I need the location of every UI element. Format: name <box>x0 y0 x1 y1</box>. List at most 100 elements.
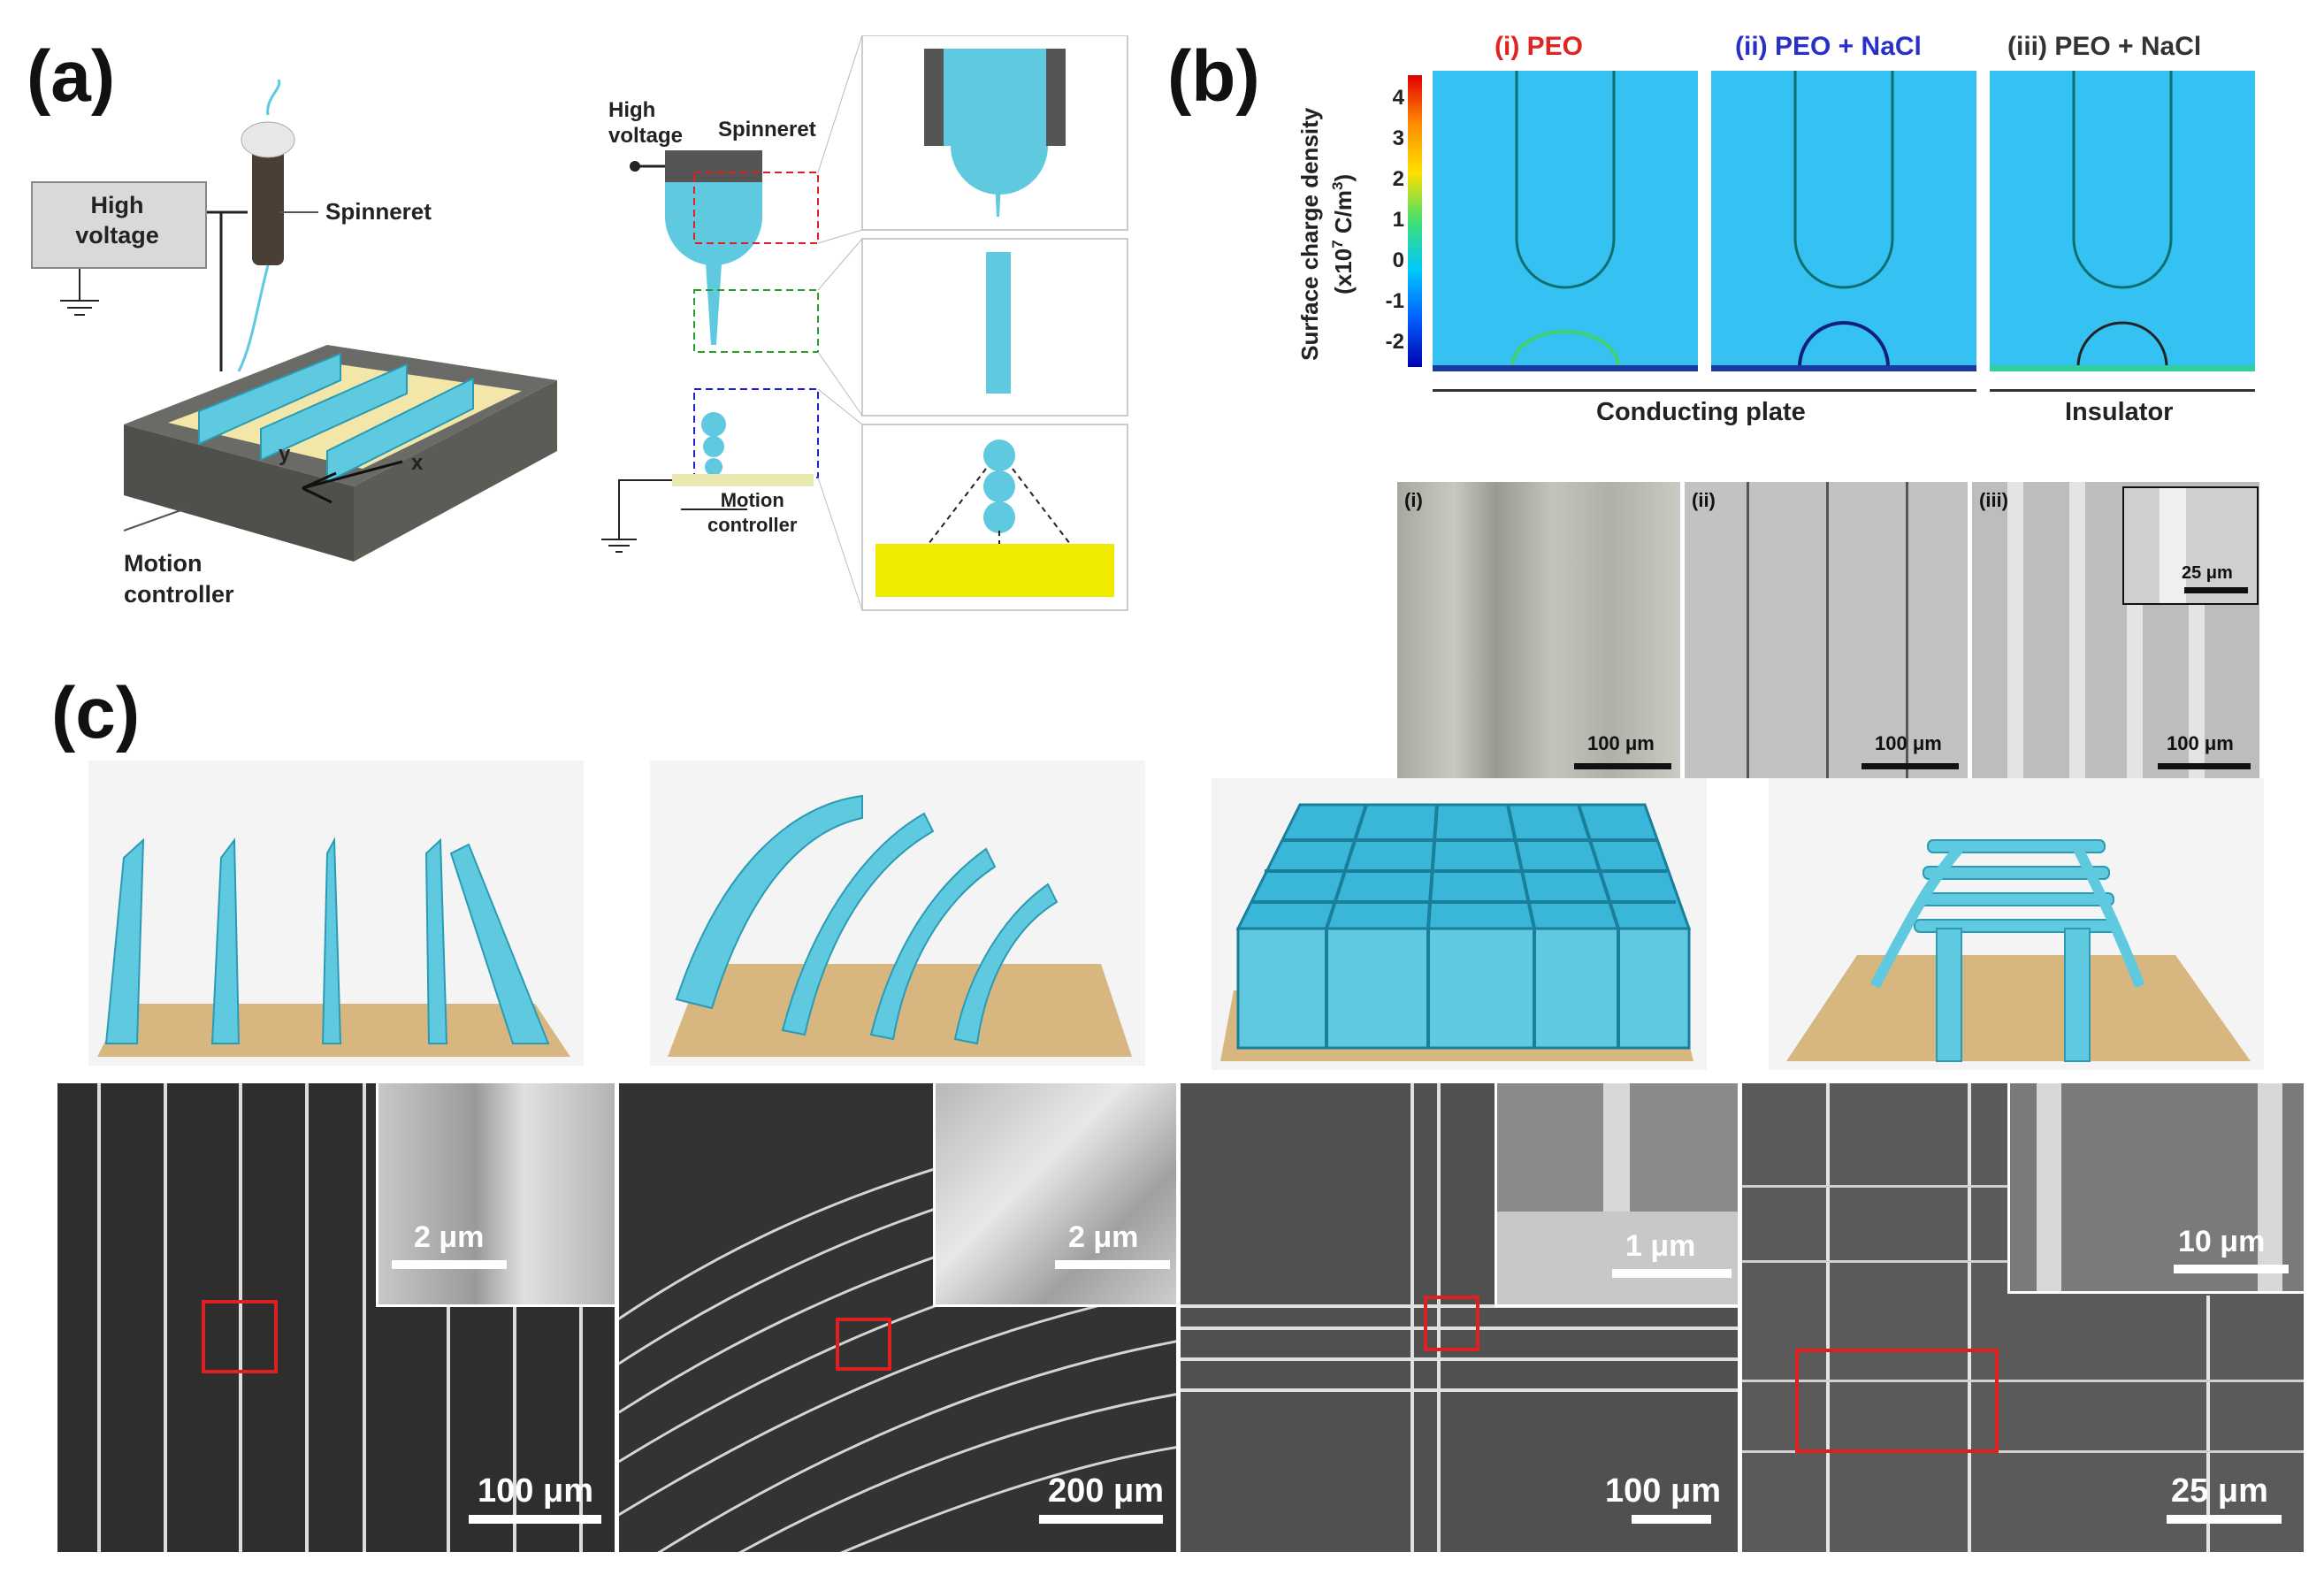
micrograph-scale-text: 100 μm <box>1875 732 1942 754</box>
scale-bar <box>1574 763 1671 769</box>
colorbar-tick: 1 <box>1392 208 1404 232</box>
colorbar-axis-label: Surface charge density (x107 C/m3) <box>1296 71 1357 371</box>
fiber-line <box>1826 1083 1830 1552</box>
panel-a-setup <box>27 79 592 610</box>
scale-bar <box>1861 763 1959 769</box>
fiber-line <box>1742 1380 2304 1382</box>
scale-bar <box>392 1260 507 1269</box>
render-bridge-structure <box>1769 778 2264 1070</box>
scale-bar <box>1612 1269 1732 1278</box>
fiber-line <box>1906 482 1908 778</box>
fiber-line <box>513 1304 516 1552</box>
simulation-ii <box>1711 71 1976 371</box>
fiber-line <box>1437 1083 1441 1552</box>
fiber-line <box>579 1304 583 1552</box>
micrograph-inset: 25 μm <box>2122 486 2259 605</box>
zoom-region-box <box>1795 1349 1999 1453</box>
zoom-region-box <box>1424 1296 1479 1351</box>
insulator-label: Insulator <box>2065 398 2174 426</box>
colorbar-tick: 4 <box>1392 86 1404 110</box>
axis-y-label: y <box>279 442 291 466</box>
scale-bar <box>469 1515 601 1524</box>
render-curved-walls <box>650 761 1145 1066</box>
sem-inset: 2 μm <box>376 1083 615 1307</box>
panel-a-schematic <box>592 34 1132 619</box>
colorbar-tick: 2 <box>1392 167 1404 191</box>
micrograph-i: (i) 100 μm <box>1397 482 1680 778</box>
spinneret-label: Spinneret <box>325 198 432 225</box>
high-voltage-box <box>31 181 207 269</box>
panel-label-b: (b) <box>1167 36 1260 117</box>
scale-bar <box>2167 1515 2282 1524</box>
micrograph-scale-text: 100 μm <box>1587 732 1655 754</box>
inset-scale-text: 2 μm <box>414 1220 485 1254</box>
scale-bar <box>1632 1515 1711 1524</box>
sim-title-i: (i) PEO <box>1495 32 1584 61</box>
setup-illustration <box>60 79 557 562</box>
fiber-line <box>447 1304 450 1552</box>
fiber-line <box>97 1083 101 1552</box>
colorbar-tick: 0 <box>1392 248 1404 272</box>
fiber-line <box>2258 1083 2282 1291</box>
fiber-line <box>2206 1296 2210 1552</box>
sem-image-grid: 1 μm 100 μm <box>1181 1083 1738 1552</box>
simulation-i <box>1433 71 1698 371</box>
inset-scale-text: 10 μm <box>2178 1225 2266 1258</box>
schematic-spinneret-label: Spinneret <box>718 118 816 141</box>
fiber-line <box>2037 1083 2061 1291</box>
fiber-line <box>2189 588 2205 778</box>
fiber-line <box>1181 1388 1738 1392</box>
fiber-line <box>1497 1212 1738 1304</box>
inset-scale-text: 1 μm <box>1625 1229 1696 1263</box>
sem-inset: 2 μm <box>933 1083 1176 1307</box>
conducting-plate-label: Conducting plate <box>1596 398 1806 426</box>
fiber-line <box>239 1083 242 1552</box>
fiber-line <box>305 1083 309 1552</box>
fiber-line <box>1410 1083 1414 1552</box>
scale-bar <box>2158 763 2251 769</box>
render-grid-lattice <box>1212 778 1707 1070</box>
colorbar-label-line2: (x107 C/m3) <box>1329 173 1357 294</box>
fiber-line <box>363 1083 366 1552</box>
fiber-line <box>2007 482 2023 778</box>
fiber-line <box>1181 1327 1738 1330</box>
fiber-line <box>2069 482 2085 778</box>
zoom-region-box <box>836 1318 891 1371</box>
inset-scale-text: 25 μm <box>2182 563 2233 583</box>
sem-inset: 10 μm <box>2007 1083 2304 1294</box>
sem-image-parallel: 2 μm 100 μm <box>57 1083 615 1552</box>
colorbar-label-line1: Surface charge density <box>1296 107 1324 361</box>
simulation-iii <box>1990 71 2255 371</box>
zoom-region-box <box>202 1300 278 1373</box>
sem-image-bridge: 10 μm 25 μm <box>1742 1083 2304 1552</box>
fiber-line <box>2160 488 2186 603</box>
fiber-line <box>164 1083 167 1552</box>
panel-label-c: (c) <box>51 673 141 753</box>
scale-bar <box>2184 587 2248 593</box>
fiber-line <box>1181 1357 1738 1361</box>
fiber-line <box>1742 1450 2304 1453</box>
colorbar-tick: 3 <box>1392 126 1404 150</box>
sem-image-curved: 2 μm 200 μm <box>619 1083 1176 1552</box>
render-parallel-walls <box>88 761 584 1066</box>
scale-bar <box>2174 1265 2289 1273</box>
fiber-line <box>1181 1304 1738 1308</box>
micrograph-iii: (iii) 25 μm 100 μm <box>1972 482 2259 778</box>
scale-bar <box>1039 1515 1163 1524</box>
sem-scale-text: 100 μm <box>1605 1472 1721 1510</box>
sim-title-iii: (iii) PEO + NaCl <box>2007 32 2202 61</box>
inset-scale-text: 2 μm <box>1068 1220 1139 1254</box>
high-voltage-label: High voltage <box>75 192 159 248</box>
colorbar-tick: -1 <box>1385 289 1404 313</box>
fiber-line <box>2127 588 2143 778</box>
fiber-line <box>1826 482 1829 778</box>
colorbar <box>1408 75 1422 367</box>
conducting-plate-line <box>1433 389 1976 392</box>
fiber-line <box>1968 1083 1971 1552</box>
fiber-line <box>1747 482 1749 778</box>
micrograph-label: (i) <box>1404 489 1423 511</box>
insulator-line <box>1990 389 2255 392</box>
colorbar-ticks: 4 3 2 1 0 -1 -2 <box>1369 75 1404 376</box>
scale-bar <box>1055 1260 1170 1269</box>
colorbar-tick: -2 <box>1385 330 1404 354</box>
